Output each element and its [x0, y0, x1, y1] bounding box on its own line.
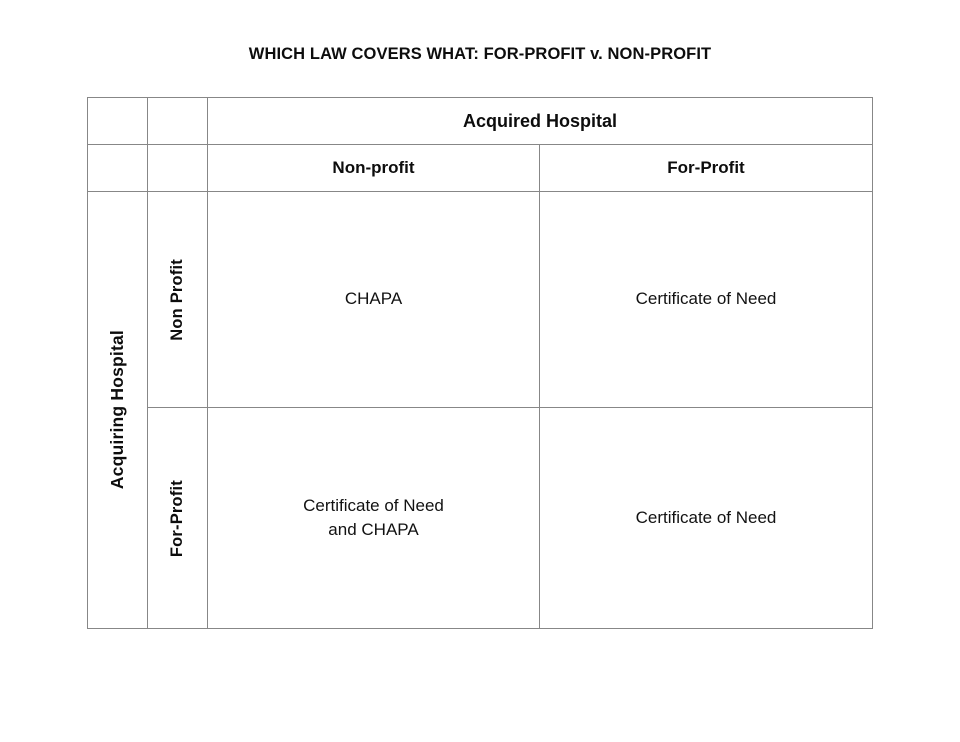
- row-header-non-profit: Non Profit: [168, 258, 186, 341]
- cell-forprofit-forprofit: Certificate of Need: [539, 407, 873, 629]
- row-axis-label: Acquiring Hospital: [107, 330, 127, 490]
- cell-nonprofit-nonprofit-line1: CHAPA: [344, 289, 403, 309]
- cell-nonprofit-forprofit: Certificate of Need: [539, 190, 873, 409]
- cell-nonprofit-forprofit-line1: Certificate of Need: [635, 289, 777, 309]
- page-title: WHICH LAW COVERS WHAT: FOR-PROFIT v. NON…: [248, 45, 712, 63]
- cell-forprofit-nonprofit: Certificate of Need and CHAPA: [207, 407, 540, 629]
- cell-forprofit-forprofit-line1: Certificate of Need: [635, 507, 777, 527]
- row-axis-label-cell: Acquiring Hospital: [87, 191, 148, 629]
- cell-forprofit-nonprofit-line2: and CHAPA: [328, 520, 419, 540]
- column-header-non-profit: Non-profit: [207, 144, 540, 192]
- table-row-acquiring-for-profit: For-Profit Certificate of Need and CHAPA…: [88, 407, 873, 629]
- row-header-for-profit: For-Profit: [168, 479, 186, 557]
- table-header-row-top: Acquired Hospital: [87, 97, 873, 145]
- law-coverage-matrix: Acquired Hospital Non-profit For-Profit …: [87, 97, 873, 629]
- table-header-row-sub: Non-profit For-Profit: [87, 144, 873, 192]
- cell-nonprofit-nonprofit: CHAPA: [207, 190, 540, 409]
- row-header-for-profit-cell: For-Profit: [147, 407, 208, 629]
- row-header-non-profit-cell: Non Profit: [147, 190, 208, 409]
- column-header-for-profit: For-Profit: [539, 144, 873, 192]
- column-axis-label: Acquired Hospital: [207, 97, 873, 145]
- cell-forprofit-nonprofit-line1: Certificate of Need: [303, 495, 444, 515]
- table-row-acquiring-non-profit: Acquiring Hospital Non Profit CHAPA Cert…: [87, 190, 873, 629]
- corner-cell-blank-inner-sub: [147, 144, 208, 192]
- corner-cell-blank-outer-top: [87, 97, 148, 145]
- corner-cell-blank-inner-top: [147, 97, 208, 145]
- corner-cell-blank-outer-sub: [87, 144, 148, 192]
